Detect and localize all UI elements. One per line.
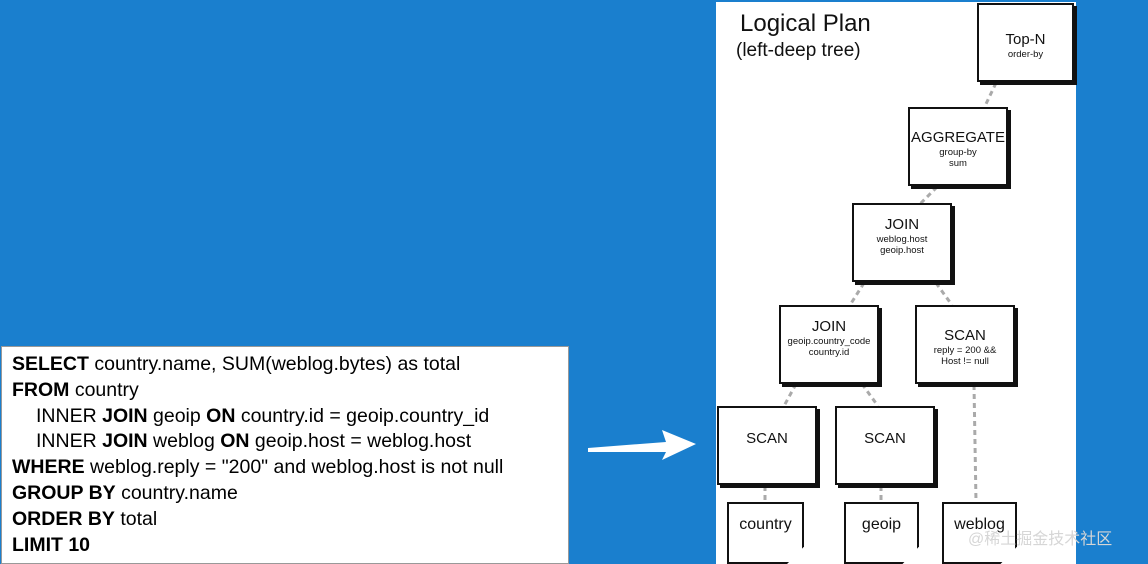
edge-topn-aggregate bbox=[983, 82, 998, 107]
sql-keyword: SELECT bbox=[12, 353, 89, 375]
sql-keyword: ON bbox=[220, 430, 250, 453]
sql-line-order-by: ORDER BY total bbox=[12, 507, 568, 533]
sql-keyword: ON bbox=[206, 404, 236, 427]
right-arrow-icon bbox=[588, 430, 696, 460]
node-detail: Host != null bbox=[941, 356, 989, 367]
topn-node: Top-N order-by bbox=[977, 3, 1074, 82]
sql-line-group-by: GROUP BY country.name bbox=[12, 481, 568, 507]
node-title: SCAN bbox=[864, 430, 906, 447]
aggregate-node: AGGREGATE group-by sum bbox=[908, 107, 1008, 186]
scan-weblog-node: SCAN reply = 200 && Host != null bbox=[915, 305, 1015, 384]
node-detail: country.id bbox=[808, 347, 850, 358]
node-title: JOIN bbox=[884, 216, 920, 233]
edge-joinleft-scangeoip bbox=[860, 383, 880, 407]
sql-text: geoip.host = weblog.host bbox=[249, 430, 472, 453]
plan-subtitle: (left-deep tree) bbox=[736, 40, 861, 61]
edge-joinleft-scancountry bbox=[782, 383, 798, 407]
edge-join-joinleft bbox=[848, 282, 866, 306]
sql-keyword: LIMIT 10 bbox=[12, 533, 91, 556]
node-title: SCAN bbox=[944, 327, 986, 344]
table-label: weblog bbox=[954, 516, 1005, 533]
sql-text: INNER bbox=[36, 430, 103, 453]
table-label: country bbox=[739, 516, 792, 533]
sql-text: country.name, SUM(weblog.bytes) as total bbox=[88, 353, 461, 375]
edge-aggregate-join bbox=[918, 185, 939, 206]
join-top-node: JOIN weblog.host geoip.host bbox=[852, 203, 952, 282]
node-title: JOIN bbox=[811, 318, 847, 335]
sql-text: country.id = geoip.country_id bbox=[235, 404, 490, 427]
node-title: Top-N bbox=[1005, 31, 1046, 48]
sql-keyword: FROM bbox=[12, 378, 70, 401]
node-detail: geoip.host bbox=[880, 245, 924, 256]
sql-line-join-geoip: INNER JOIN geoip ON country.id = geoip.c… bbox=[12, 404, 568, 430]
sql-keyword: GROUP BY bbox=[12, 481, 116, 504]
table-label: geoip bbox=[861, 516, 902, 533]
node-title: AGGREGATE bbox=[911, 129, 1005, 146]
sql-keyword: WHERE bbox=[12, 456, 85, 479]
sql-keyword: JOIN bbox=[102, 404, 148, 427]
join-left-node: JOIN geoip.country_code country.id bbox=[779, 305, 879, 384]
sql-text: country bbox=[69, 378, 139, 401]
sql-line-where: WHERE weblog.reply = "200" and weblog.ho… bbox=[12, 455, 568, 481]
sql-text: total bbox=[114, 507, 158, 530]
node-detail: geoip.country_code bbox=[787, 336, 871, 347]
table-country: country bbox=[727, 502, 804, 564]
node-detail: weblog.host bbox=[876, 234, 928, 245]
node-detail: sum bbox=[949, 158, 967, 169]
node-detail: order-by bbox=[1007, 49, 1044, 60]
scan-geoip-node: SCAN bbox=[835, 406, 935, 485]
sql-text: weblog bbox=[147, 430, 221, 453]
sql-keyword: JOIN bbox=[102, 430, 148, 453]
plan-title: Logical Plan bbox=[740, 10, 871, 37]
node-detail: group-by bbox=[939, 147, 977, 158]
node-title: SCAN bbox=[746, 430, 788, 447]
sql-line-join-weblog: INNER JOIN weblog ON geoip.host = weblog… bbox=[12, 429, 568, 455]
sql-line-select: SELECT country.name, SUM(weblog.bytes) a… bbox=[12, 352, 568, 378]
sql-line-from: FROM country bbox=[12, 378, 568, 404]
node-detail: reply = 200 && bbox=[933, 345, 997, 356]
sql-text: geoip bbox=[147, 404, 207, 427]
sql-line-limit: LIMIT 10 bbox=[12, 533, 568, 559]
sql-keyword: ORDER BY bbox=[12, 507, 115, 530]
sql-text: country.name bbox=[115, 481, 238, 504]
table-weblog: weblog bbox=[942, 502, 1017, 564]
sql-text: weblog.reply = "200" and weblog.host is … bbox=[84, 456, 504, 479]
edge-scanweblog-weblog bbox=[972, 384, 978, 503]
scan-country-node: SCAN bbox=[717, 406, 817, 485]
sql-text: INNER bbox=[36, 404, 103, 427]
sql-query-box: SELECT country.name, SUM(weblog.bytes) a… bbox=[1, 346, 569, 564]
table-geoip: geoip bbox=[844, 502, 919, 564]
watermark: @稀土掘金技术社区 bbox=[968, 531, 1113, 548]
edge-join-scanweblog bbox=[934, 282, 954, 306]
